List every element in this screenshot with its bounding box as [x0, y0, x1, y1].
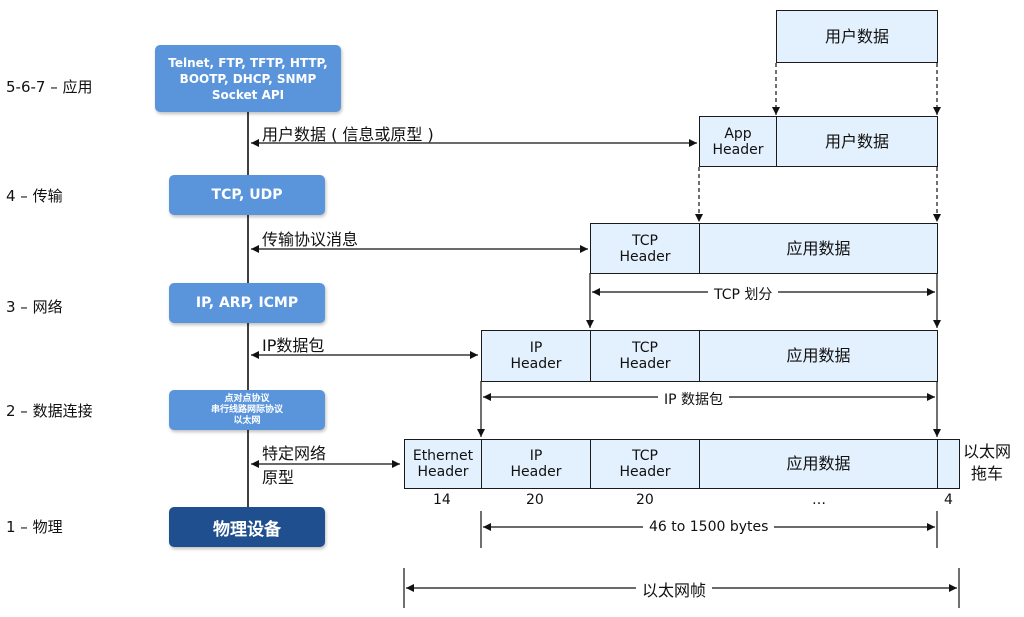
- ethernet-trailer-cell: [937, 439, 960, 489]
- app-data-cell: 应用数据: [699, 439, 938, 489]
- span-label-ethernet-frame: 以太网帧: [636, 577, 713, 601]
- size-label-data: …: [812, 492, 826, 508]
- size-label-tcp: 20: [636, 492, 654, 508]
- ethernet-header-cell: Ethernet Header: [404, 439, 482, 489]
- user-data-cell: 用户数据: [776, 116, 938, 167]
- protocol-box-app: Telnet, FTP, TFTP, HTTP, BOOTP, DHCP, SN…: [155, 45, 341, 112]
- protocol-box-network: IP, ARP, ICMP: [169, 283, 325, 323]
- tcp-header-cell: TCP Header: [590, 223, 700, 274]
- protocol-box-datalink: 点对点协议 串行线路网际协议 以太网: [169, 390, 325, 430]
- message-label-transport: 传输协议消息: [262, 230, 359, 249]
- span-label-payload: 46 to 1500 bytes: [643, 519, 775, 535]
- span-label-tcp-segment: TCP 划分: [708, 284, 779, 304]
- layer-label-physical: 1 – 物理: [6, 518, 63, 536]
- message-label-network: IP数据包: [262, 336, 325, 355]
- message-label-app: 用户数据 ( 信息或原型 ): [262, 125, 434, 144]
- protocol-box-transport: TCP, UDP: [169, 175, 325, 215]
- ethernet-trailer-label: 以太网 拖车: [963, 442, 1012, 483]
- app-data-cell: 应用数据: [699, 330, 938, 382]
- tcp-header-cell: TCP Header: [590, 330, 700, 382]
- app-header-cell: App Header: [699, 116, 777, 167]
- app-data-cell: 应用数据: [699, 223, 938, 274]
- message-label-datalink: 特定网络 原型: [262, 444, 327, 487]
- protocol-box-physical: 物理设备: [169, 507, 325, 547]
- layer-label-network: 3 – 网络: [6, 298, 63, 316]
- tcp-header-cell: TCP Header: [590, 439, 700, 489]
- span-label-ip-packet: IP 数据包: [658, 389, 730, 409]
- ip-header-cell: IP Header: [481, 330, 591, 382]
- user-data-cell: 用户数据: [776, 10, 938, 63]
- size-label-trailer: 4: [944, 492, 953, 508]
- layer-label-app: 5-6-7 – 应用: [6, 78, 93, 96]
- size-label-ethernet: 14: [433, 492, 451, 508]
- ip-header-cell: IP Header: [481, 439, 591, 489]
- layer-label-transport: 4 – 传输: [6, 187, 63, 205]
- size-label-ip: 20: [526, 492, 544, 508]
- layer-label-datalink: 2 – 数据连接: [6, 402, 93, 420]
